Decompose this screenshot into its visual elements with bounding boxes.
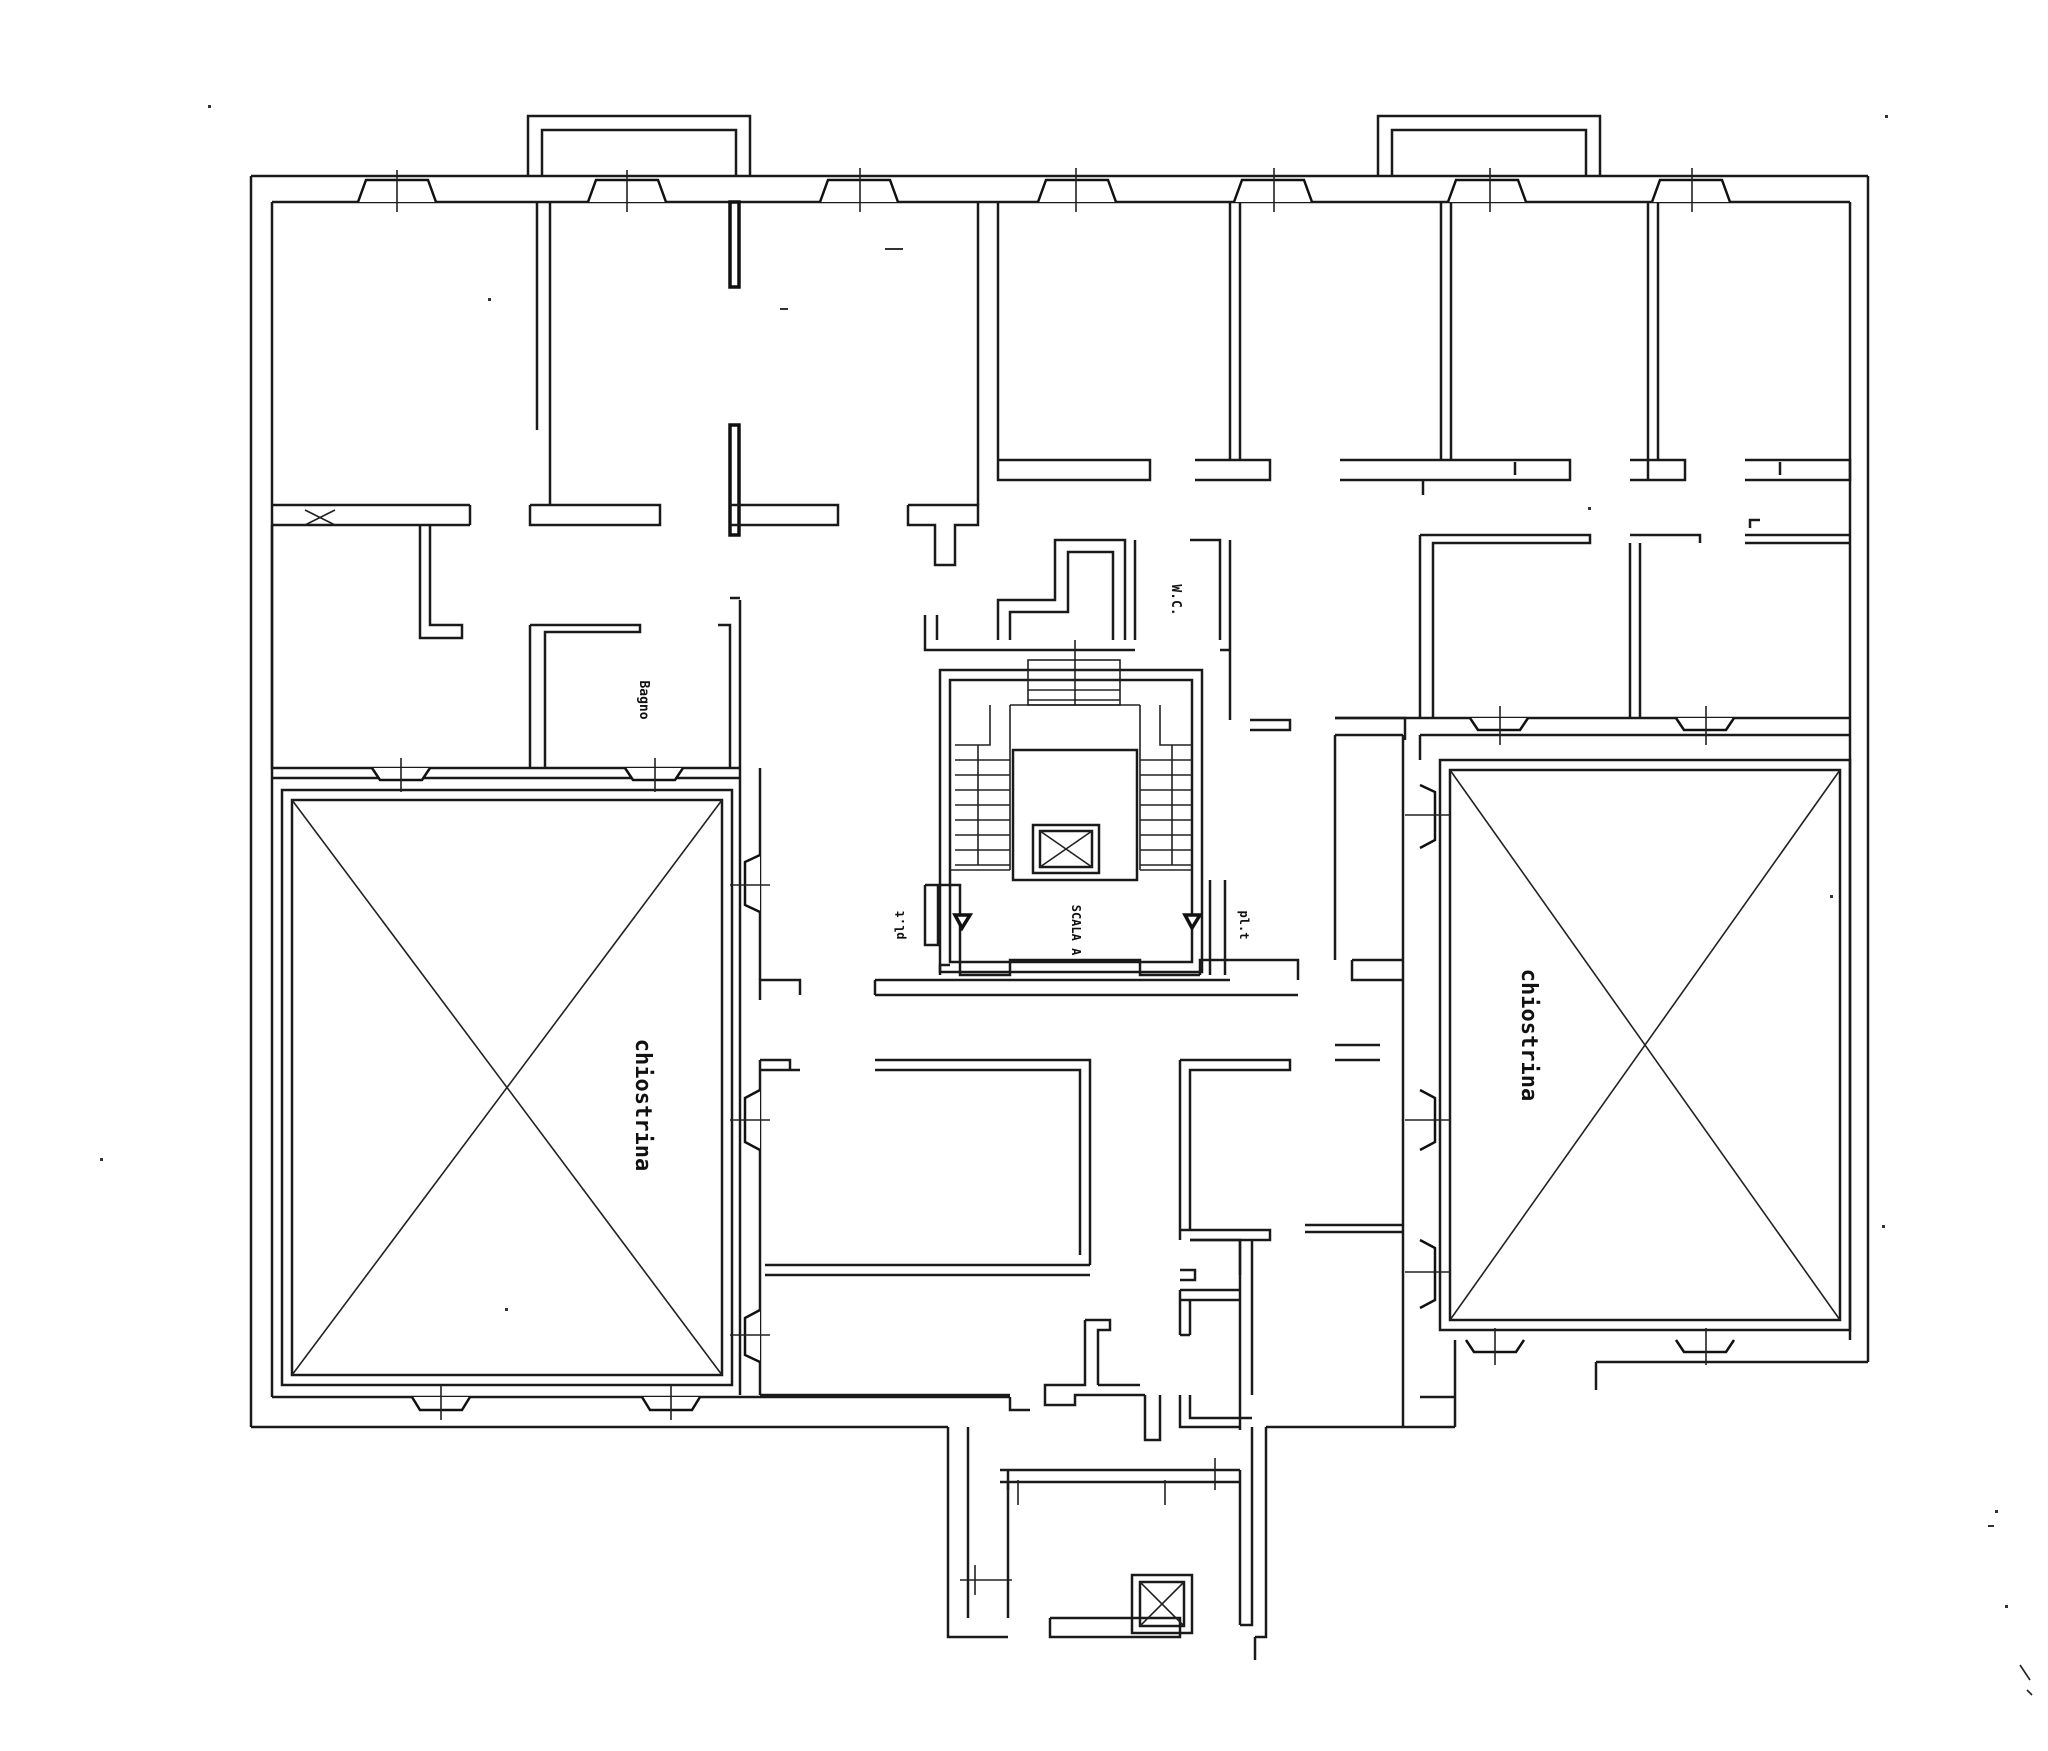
courtyard-right-label: chiostrina xyxy=(1516,969,1541,1101)
lower-central-rooms xyxy=(758,1058,1403,1442)
entrance-annex xyxy=(946,1397,1268,1660)
outer-walls xyxy=(249,174,1870,1429)
right-middle-rooms xyxy=(1335,518,1850,1427)
windows xyxy=(356,168,1736,1420)
balcony-left xyxy=(526,114,752,176)
wc-label: W.C. xyxy=(1168,584,1183,615)
landing-right-label: pl.t xyxy=(1237,911,1251,940)
corridor-walls xyxy=(758,716,1407,1072)
stair-flight xyxy=(950,640,1192,871)
balcony-right xyxy=(1376,114,1602,176)
courtyard-right xyxy=(1438,758,1852,1332)
courtyard-left xyxy=(280,768,762,1395)
bathroom-label: Bagno xyxy=(636,680,651,719)
top-rooms xyxy=(272,200,1852,567)
landing-left-label: pl.t xyxy=(893,911,907,940)
stair-core xyxy=(873,538,1300,997)
left-middle-rooms xyxy=(270,509,742,780)
courtyard-left-label: chiostrina xyxy=(630,1039,655,1171)
scan-specks xyxy=(100,105,2033,1696)
stair-label: SCALA A xyxy=(1069,905,1083,956)
elevator-shaft xyxy=(1011,748,1139,882)
